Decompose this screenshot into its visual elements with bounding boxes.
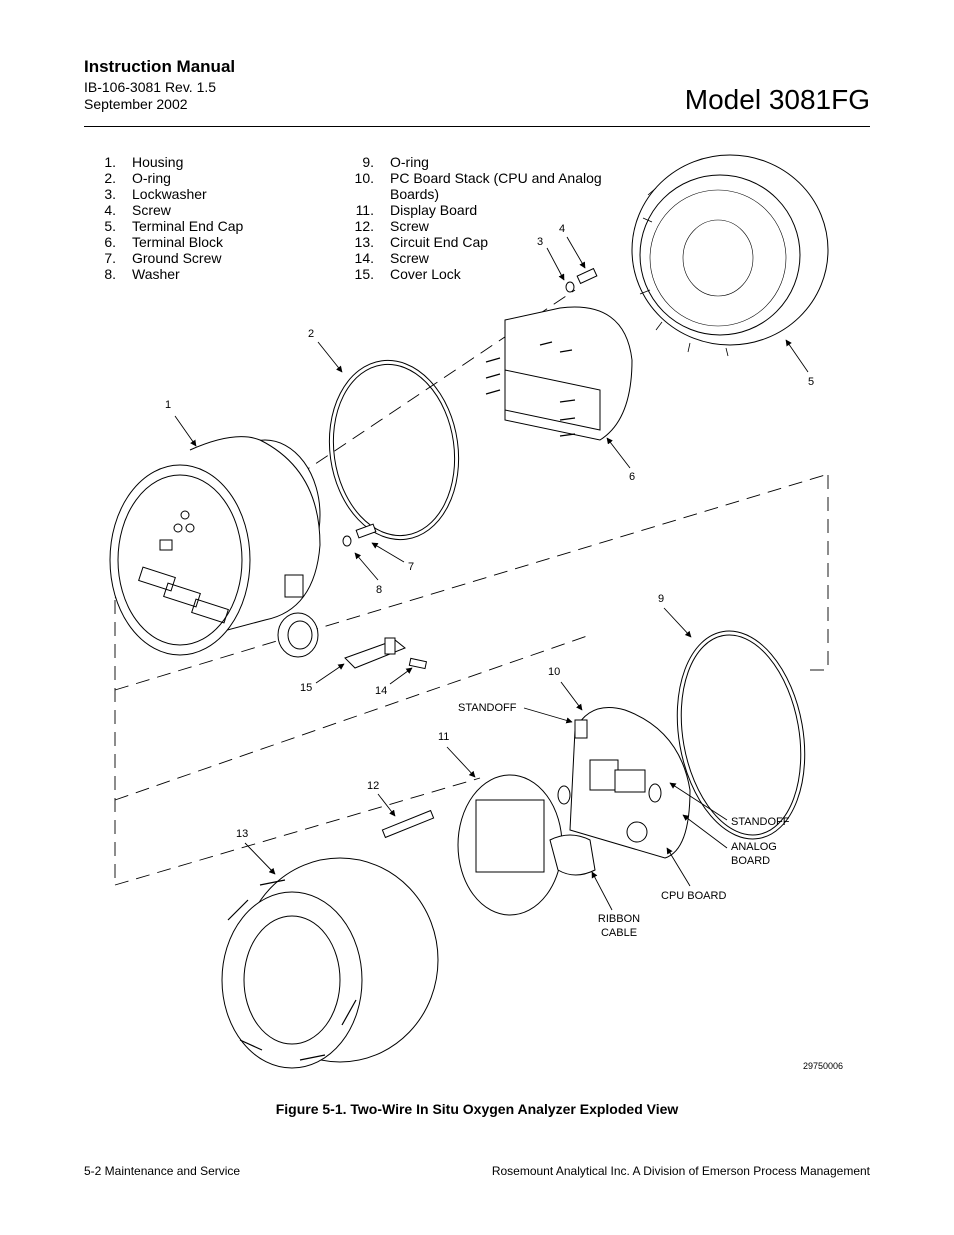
callout-labels: 1 2 3 4 5 6 7 8 9 10 11 12 13 14 15 STAN… [165,223,843,1071]
part-label: Display Board [390,202,478,218]
part-item: 13. Circuit End Cap [342,234,622,250]
part-item: 4. Screw [84,202,314,218]
part-number: 10. [354,170,374,186]
part-item: 14. Screw [342,250,622,266]
part-number: 9. [362,154,374,170]
part-item: 10. PC Board Stack (CPU and Analog Boards… [342,170,622,202]
part-label: Terminal Block [132,234,224,250]
callout-10: 10 [548,666,560,678]
parts-list-right: 9. O-ring 10. PC Board Stack (CPU and Anal… [342,154,622,282]
header-rule [84,126,870,127]
display-board [457,774,596,916]
part-item: 8. Washer [84,266,314,282]
callout-11: 11 [438,731,449,743]
callout-8: 8 [376,584,382,596]
label-board: BOARD [731,855,770,867]
part-label: Screw [390,218,429,234]
part-item: 15. Cover Lock [342,266,622,282]
callout-15: 15 [300,682,312,694]
footer-section: 5-2 Maintenance and Service [84,1164,241,1178]
display-screw [381,809,435,839]
housing [109,436,321,658]
part-number: 5. [104,218,116,234]
callout-3: 3 [537,236,543,248]
label-standoff-top: STANDOFF [458,702,517,714]
part-label: PC Board Stack (CPU and Analog Boards) [390,170,602,202]
callout-13: 13 [236,828,248,840]
circuit-end-cap [221,857,439,1069]
part-label: Lockwasher [132,186,207,202]
part-number: 12. [354,218,374,234]
part-number: 3. [104,186,116,202]
part-label: Housing [132,154,184,170]
terminal-end-cap [631,154,829,357]
part-number: 4. [104,202,116,218]
part-number: 15. [354,266,374,282]
part-number: 6. [104,234,116,250]
label-cable: CABLE [601,927,637,939]
part-label: Screw [390,250,429,266]
label-analog: ANALOG [731,841,777,853]
part-number: 14. [354,250,374,266]
callout-6: 6 [629,471,635,483]
callout-4: 4 [559,223,565,235]
lockwasher-and-screw [565,267,598,293]
part-label: Washer [132,266,180,282]
part-item: 12. Screw [342,218,622,234]
callout-12: 12 [367,780,379,792]
part-number: 1. [104,154,116,170]
callout-2: 2 [308,328,314,340]
part-item: 3. Lockwasher [84,186,314,202]
part-item: 6. Terminal Block [84,234,314,250]
callout-7: 7 [408,561,414,573]
pc-board-stack [557,707,691,859]
cover-lock-and-screw [344,637,428,670]
part-number: 13. [354,234,374,250]
label-cpu-board: CPU BOARD [661,890,726,902]
footer-company: Rosemount Analytical Inc. A Division of … [491,1164,870,1178]
part-label: O-ring [132,170,171,186]
part-number: 2. [104,170,116,186]
label-standoff-right: STANDOFF [731,816,790,828]
part-label: Cover Lock [390,266,461,282]
part-number: 7. [104,250,116,266]
part-label: Screw [132,202,171,218]
part-label: Ground Screw [132,250,222,266]
leader-lines [174,236,809,911]
parts-list-left: 1.Housing 2.O-ring 3.Lockwasher 4.Screw … [84,154,314,282]
callout-9: 9 [658,593,664,605]
part-item: 9. O-ring [342,154,622,170]
callout-5: 5 [808,376,814,388]
terminal-block [485,306,633,441]
part-number: 8. [104,266,116,282]
part-item: 1. Housing [84,154,314,170]
part-label: O-ring [390,154,429,170]
label-ribbon: RIBBON [598,913,640,925]
callout-1: 1 [165,399,171,411]
part-number: 11. [355,202,374,218]
part-label: Circuit End Cap [390,234,489,250]
ground-screw-and-washer [342,523,377,547]
part-item: 5. Terminal End Cap [84,218,314,234]
part-item: 11. Display Board [342,202,622,218]
part-label: Terminal End Cap [132,218,244,234]
callout-14: 14 [375,685,387,697]
part-item: 2. O-ring [84,170,314,186]
part-item: 7. Ground Screw [84,250,314,266]
manual-title: Instruction Manual [84,57,236,76]
document-number: IB-106-3081 Rev. 1.5 [84,79,217,95]
figure-caption: Figure 5-1. Two-Wire In Situ Oxygen Anal… [275,1101,679,1117]
model-name: Model 3081FG [684,84,870,115]
o-ring-bottom [676,630,806,840]
drawing-id: 29750006 [803,1061,843,1071]
o-ring-top [328,359,460,541]
document-date: September 2002 [84,96,188,112]
